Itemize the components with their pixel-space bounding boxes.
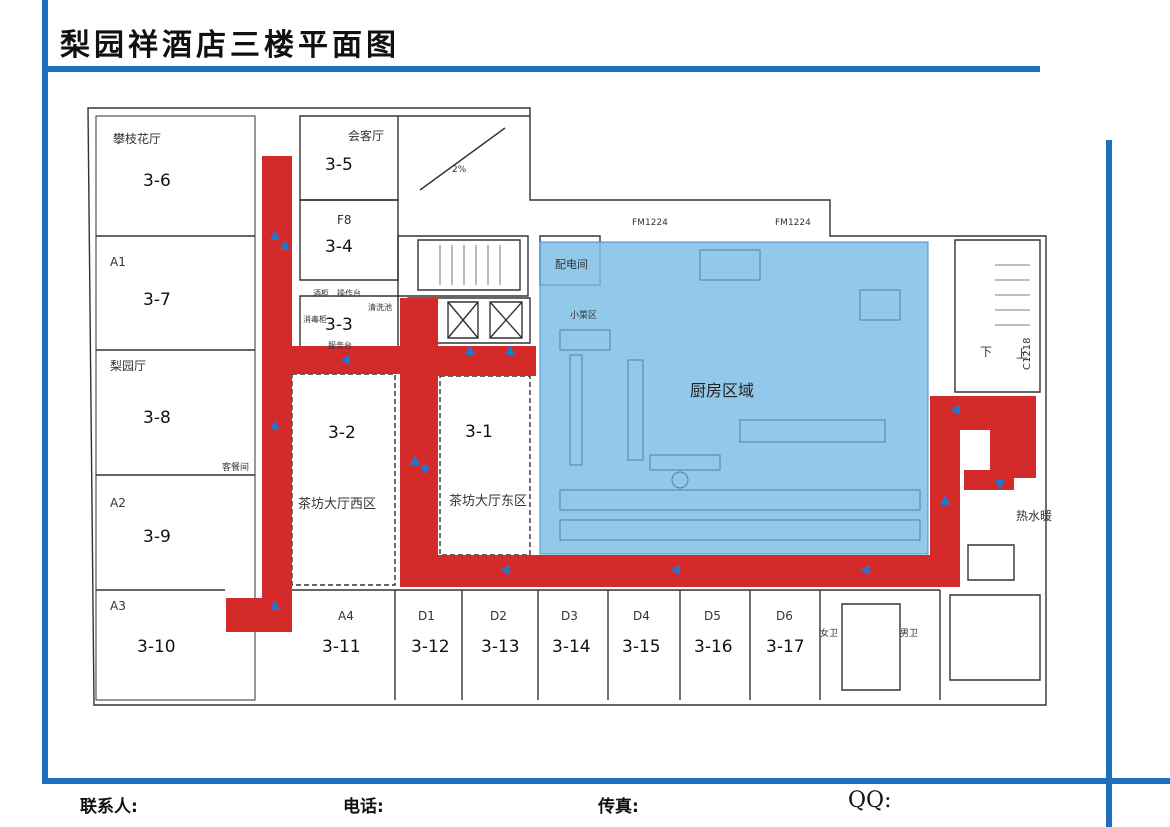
fm1224-label-1: FM1224	[632, 218, 668, 228]
room-3-10-name: A3	[110, 599, 126, 613]
heater-label: 热水暖	[1016, 509, 1052, 523]
room-3-9-name: A2	[110, 496, 126, 510]
room-3-12-name: D1	[418, 609, 435, 623]
fax-label: 传真:	[598, 797, 639, 817]
room-3-4-name: F8	[337, 213, 352, 227]
room-3-11-label: 3-11	[322, 637, 361, 657]
room-3-8-label: 3-8	[143, 408, 171, 428]
svg-text:清洗池: 清洗池	[368, 302, 392, 312]
room-3-5-name: 会客厅	[348, 128, 384, 143]
flow-arrows	[270, 230, 1005, 610]
room-3-4-label: 3-4	[325, 237, 353, 257]
room-3-15-label: 3-15	[622, 637, 661, 657]
room-3-12-label: 3-12	[411, 637, 450, 657]
ramp-label: 2%	[452, 165, 467, 175]
room-3-11-name: A4	[338, 609, 354, 623]
kitchen-area	[539, 241, 929, 555]
guest-room-label: 客餐间	[222, 461, 249, 473]
page-title: 梨园祥酒店三楼平面图	[60, 28, 400, 63]
room-3-5-label: 3-5	[325, 155, 353, 175]
room-3-2-name: 茶坊大厅西区	[298, 496, 376, 512]
kitchen-equipment	[559, 249, 921, 541]
kitchen-label: 厨房区域	[690, 381, 754, 400]
misc-labels: 配电间 FM1224 FM1224 客餐间 2% 上 下 C1218 热水暖 男…	[222, 165, 1052, 639]
room-3-9-label: 3-9	[143, 527, 171, 547]
frame-top-line	[42, 66, 1040, 72]
room-3-16-label: 3-16	[694, 637, 733, 657]
svg-text:酒柜: 酒柜	[313, 288, 329, 298]
corridor-paths	[226, 156, 1036, 632]
room-names: 攀枝花厅 A1 梨园厅 A2 A3 会客厅 F8 茶坊大厅西区 茶坊大厅东区 A…	[110, 128, 793, 623]
svg-text:消毒柜: 消毒柜	[303, 314, 327, 324]
room-3-17-label: 3-17	[766, 637, 805, 657]
room-3-3-label: 3-3	[325, 315, 353, 335]
down-label: 下	[980, 345, 992, 359]
room-3-16-name: D5	[704, 609, 721, 623]
frame-bottom-line	[42, 778, 1170, 784]
frame-left-line	[42, 0, 48, 784]
room-labels: 3-6 3-7 3-8 3-9 3-10 3-5 3-4 3-3 3-2 3-1…	[137, 155, 805, 657]
female-wc-label: 女卫	[820, 627, 838, 639]
svg-text:操作台: 操作台	[337, 288, 361, 298]
room-3-6-label: 3-6	[143, 171, 171, 191]
room-3-14-name: D3	[561, 609, 578, 623]
room-3-10-label: 3-10	[137, 637, 176, 657]
room-3-2-label: 3-2	[328, 423, 356, 443]
room-3-15-name: D4	[633, 609, 650, 623]
svg-text:服务台: 服务台	[328, 340, 352, 350]
contact-label: 联系人:	[80, 797, 138, 817]
stair-treads	[439, 245, 1030, 326]
room-3-7-label: 3-7	[143, 290, 171, 310]
room-3-7-name: A1	[110, 255, 126, 269]
c1218-label: C1218	[1022, 338, 1033, 370]
frame-right-line	[1106, 140, 1112, 827]
room-3-6-name: 攀枝花厅	[113, 131, 161, 146]
male-wc-label: 男卫	[900, 628, 918, 639]
room-3-8-name: 梨园厅	[110, 359, 146, 373]
room-3-13-label: 3-13	[481, 637, 520, 657]
small-dish-label: 小菜区	[570, 309, 597, 321]
room-3-1-name: 茶坊大厅东区	[449, 493, 527, 509]
room-3-1-label: 3-1	[465, 422, 493, 442]
elec-room-label: 配电间	[555, 258, 588, 271]
room-3-17-name: D6	[776, 609, 793, 623]
room-3-3-fixtures: 酒柜 操作台 消毒柜 服务台 清洗池	[303, 288, 392, 350]
up-label: 上	[1016, 347, 1028, 361]
room-3-13-name: D2	[490, 609, 507, 623]
room-3-14-label: 3-14	[552, 637, 591, 657]
fm1224-label-2: FM1224	[775, 218, 811, 228]
phone-label: 电话:	[343, 797, 384, 817]
qq-label: QQ:	[848, 788, 892, 813]
